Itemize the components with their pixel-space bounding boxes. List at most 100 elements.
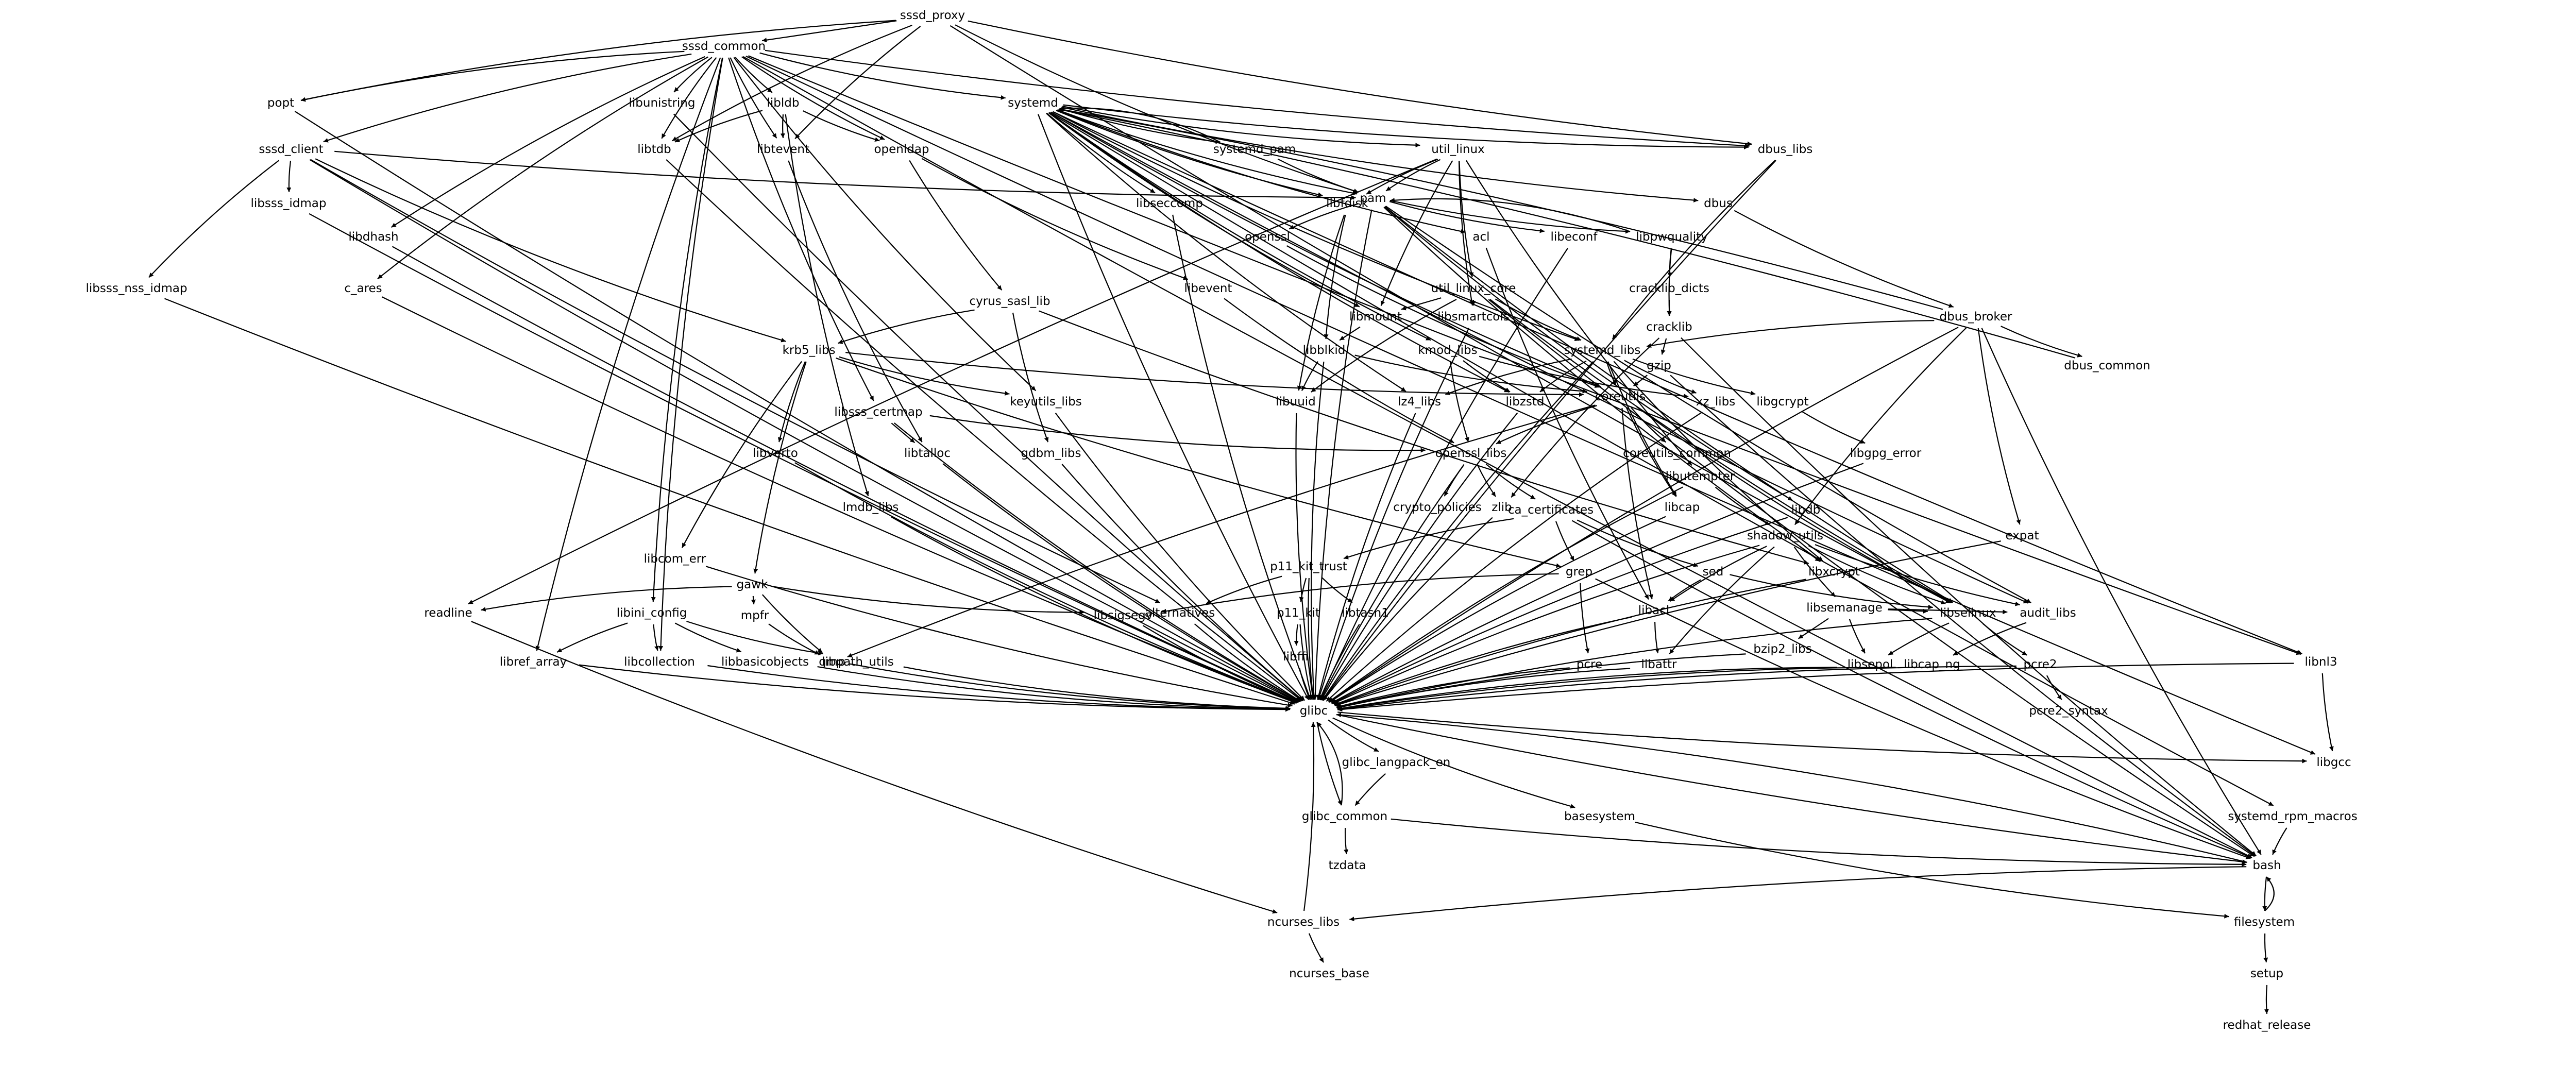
edge-openssl-libs-to-ca-certificates <box>1485 463 1536 500</box>
edge-p11-kit-trust-to-libtasn1 <box>1321 577 1353 603</box>
edge-libsemanage-to-libselinux <box>1888 608 1928 614</box>
edge-sssd-common-to-libsss-certmap <box>728 57 874 401</box>
node-label: gdbm_libs <box>1021 447 1081 460</box>
edge-ca-certificates-to-grep <box>1555 521 1575 562</box>
node-bash: bash <box>2252 859 2281 872</box>
edge-libldb-to-lmdb-libs <box>785 114 869 497</box>
edge-dbus-broker-to-expat <box>1977 328 2021 525</box>
edge-sssd-common-to-libunistring <box>673 57 713 93</box>
node-label: pcre <box>1577 658 1602 671</box>
edge-libverto-to-glibc <box>794 462 1297 704</box>
node-label: libdhash <box>348 230 398 244</box>
edge-dbus-libs-to-glibc <box>1322 160 1776 701</box>
node-tzdata: tzdata <box>1329 859 1366 872</box>
edge-krb5-libs-to-coreutils <box>845 352 1584 397</box>
node-ncurses-libs: ncurses_libs <box>1267 915 1340 929</box>
edge-sssd-client-to-pam <box>334 150 1356 200</box>
edge-coreutils-to-libacl <box>1621 408 1653 600</box>
edge-ncurses-libs-to-glibc <box>1303 722 1316 911</box>
node-kmod-libs: kmod_libs <box>1418 344 1477 357</box>
edge-sssd-proxy-to-popt <box>300 20 896 102</box>
edge-p11-kit-trust-to-p11-kit <box>1299 578 1307 602</box>
node-label: systemd_libs <box>1564 344 1641 357</box>
edge-dbus-broker-to-systemd <box>1059 107 1943 310</box>
node-mpfr: mpfr <box>741 609 769 622</box>
node-cracklib-dicts: cracklib_dicts <box>1629 282 1709 295</box>
edge-libacl-to-libattr <box>1654 621 1659 654</box>
edge-dbus-broker-to-bash <box>1981 328 2262 855</box>
edge-systemd-to-audit-libs <box>1050 111 2029 604</box>
edge-systemd-to-pam <box>1057 109 1358 196</box>
node-systemd: systemd <box>1008 96 1058 110</box>
node-libeconf: libeconf <box>1551 230 1598 244</box>
edge-p11-kit-to-libffi <box>1294 624 1299 646</box>
node-libunistring: libunistring <box>629 96 696 110</box>
node-libsss-idmap: libsss_idmap <box>251 197 327 210</box>
edge-shadow-utils-to-glibc <box>1332 545 1760 705</box>
node-label: bzip2_libs <box>1753 642 1811 656</box>
edge-systemd-to-coreutils <box>1050 111 1601 388</box>
edge-sssd-common-to-sssd-client <box>323 53 692 143</box>
edge-libffi-to-glibc <box>1299 668 1311 700</box>
node-label: libxcrypt <box>1808 565 1860 579</box>
edge-shadow-utils-to-libattr <box>1669 546 1775 655</box>
edge-systemd-to-libfdisk <box>1056 110 1323 197</box>
edge-ca-certificates-to-bash <box>1571 520 2252 859</box>
node-label: openssl <box>1245 230 1290 244</box>
edge-sed-to-libselinux <box>1730 574 1933 609</box>
node-libpwquality: libpwquality <box>1636 230 1707 244</box>
edge-libseccomp-to-glibc <box>1172 214 1311 700</box>
node-label: libtevent <box>757 143 809 156</box>
edge-sssd-common-to-systemd <box>759 52 1006 100</box>
edge-gawk-to-mpfr <box>751 596 756 605</box>
node-label: libtalloc <box>904 447 951 460</box>
node-libacl: libacl <box>1638 604 1670 617</box>
edge-coreutils-to-openssl-libs <box>1496 405 1598 445</box>
node-alternatives: alternatives <box>1145 606 1215 620</box>
node-basesystem: basesystem <box>1564 810 1635 823</box>
edge-sssd-client-to-alternatives <box>310 159 1161 603</box>
node-sssd-common: sssd_common <box>682 40 766 53</box>
node-label: zlib <box>1492 501 1512 514</box>
edge-mpfr-to-gmp <box>768 623 820 655</box>
node-libsemanage: libsemanage <box>1806 601 1882 615</box>
edge-kmod-libs-to-openssl-libs <box>1449 361 1469 443</box>
edge-dbus-broker-to-shadow-utils <box>1794 327 1967 525</box>
edge-util-linux-core-to-libmount <box>1401 297 1442 311</box>
node-libpath-utils: libpath_utils <box>822 655 894 669</box>
node-lz4-libs: lz4_libs <box>1398 395 1441 409</box>
edge-glibc-to-libgcc <box>1337 711 2307 763</box>
edge-readline-to-ncurses-libs <box>471 621 1278 914</box>
edge-gdbm-libs-to-glibc <box>1061 464 1304 702</box>
edge-grep-to-bash <box>1595 578 2251 859</box>
node-label: libsss_idmap <box>251 197 327 210</box>
edge-libnl3-to-libgcc <box>2321 673 2334 752</box>
edge-libref-array-to-glibc <box>579 664 1290 712</box>
node-label: util_linux <box>1431 143 1484 156</box>
edge-openldap-to-cyrus-sasl-lib <box>909 160 1003 291</box>
edge-openldap-to-libevent <box>921 158 1189 280</box>
edge-libsemanage-to-bzip2-libs <box>1798 618 1829 639</box>
edge-libsemanage-to-audit-libs <box>1888 608 2008 615</box>
node-libmount: libmount <box>1349 310 1402 324</box>
edge-systemd-to-systemd-pam <box>1059 108 1221 144</box>
edge-keyutils-libs-to-glibc <box>1055 412 1306 701</box>
edge-systemd-libs-to-lz4-libs <box>1445 358 1572 395</box>
edge-util-linux-to-libsmartcols <box>1458 160 1474 306</box>
node-label: libacl <box>1638 604 1670 617</box>
edge-libcap-to-glibc <box>1329 516 1666 703</box>
edge-libini-config-to-libbasicobjects <box>674 622 742 653</box>
edge-krb5-libs-to-libcom-err <box>681 361 802 548</box>
node-util-linux-core: util_linux_core <box>1431 282 1516 295</box>
edge-ca-certificates-to-sed <box>1577 519 1699 567</box>
edge-gawk-to-libsigsegv <box>772 586 1084 615</box>
edge-audit-libs-to-libcap-ng <box>1953 622 2027 656</box>
edge-cracklib-to-zlib <box>1511 337 1660 498</box>
node-label: libldb <box>767 96 800 110</box>
edge-sssd-common-to-libgcc <box>745 56 2316 755</box>
node-label: libsss_nss_idmap <box>86 282 188 295</box>
node-coreutils: coreutils <box>1595 390 1646 403</box>
node-label: tzdata <box>1329 859 1366 872</box>
edge-pam-to-openssl <box>1289 203 1358 230</box>
